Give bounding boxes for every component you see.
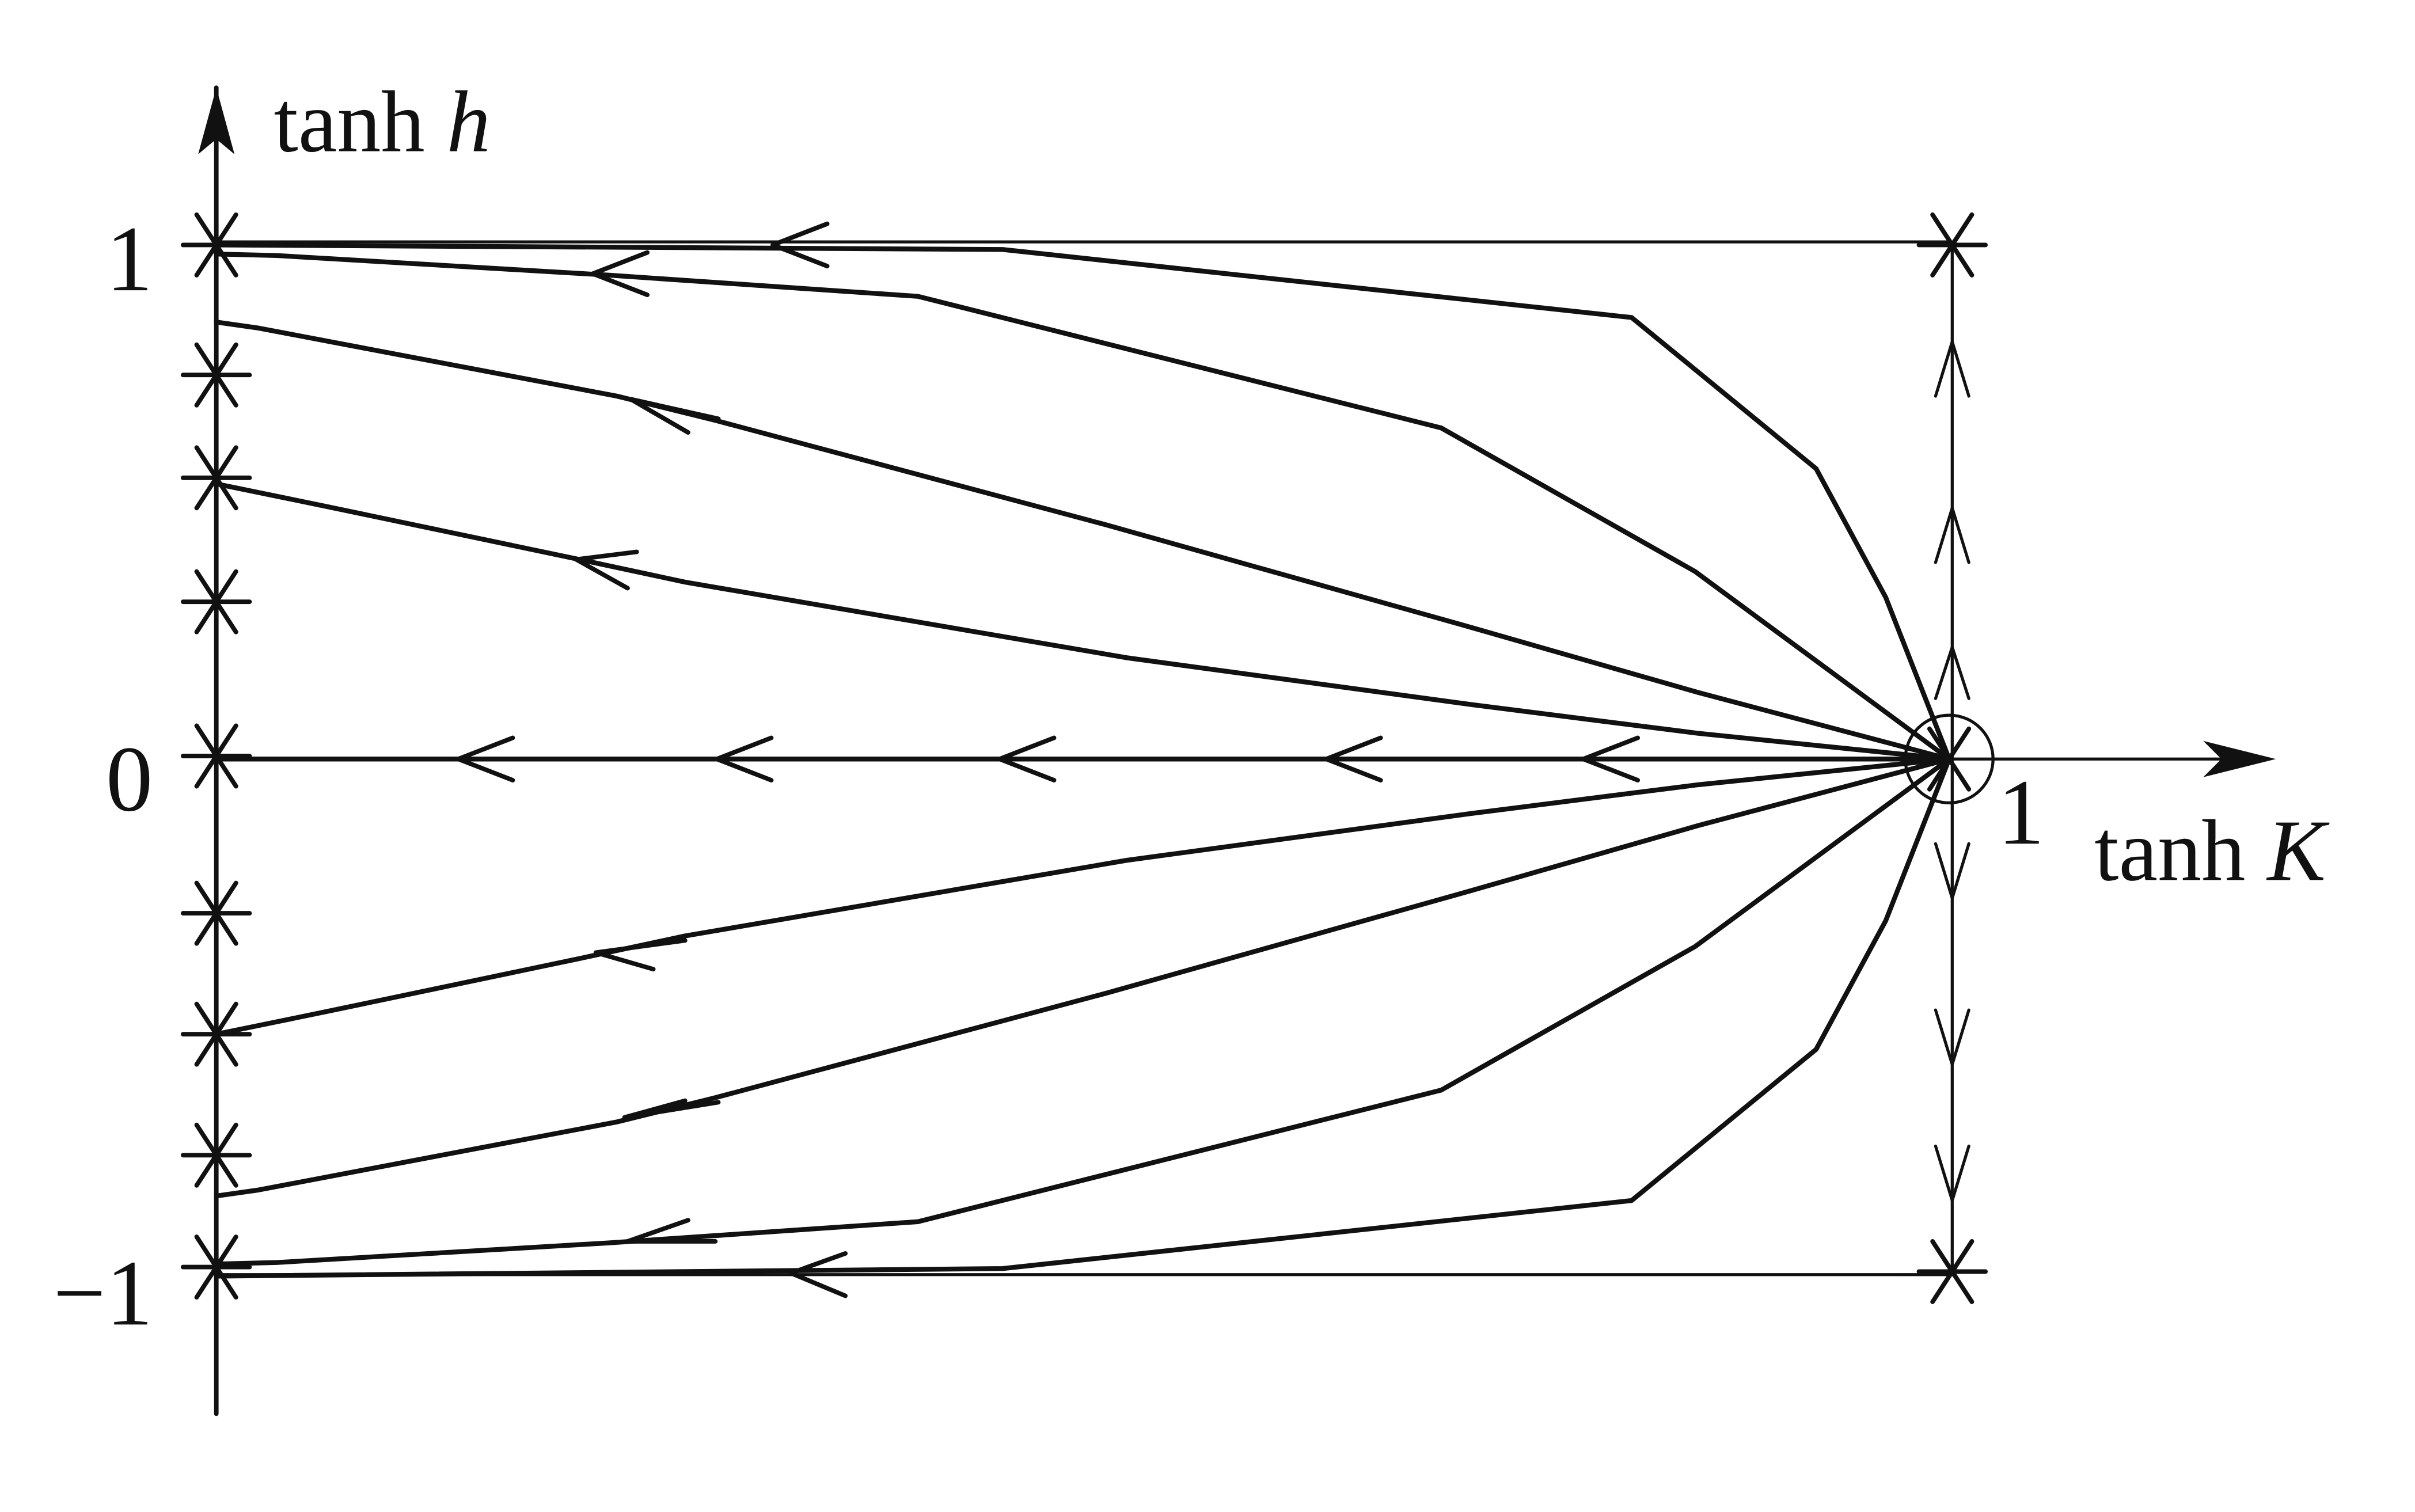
down-arrow: [1934, 842, 1970, 900]
star-marker: [180, 1122, 252, 1188]
star-markers: [180, 212, 1988, 1304]
flow-arrow: [997, 735, 1057, 782]
flow-arrow: [1581, 735, 1641, 782]
up-arrow: [1934, 506, 1970, 564]
x-axis-arrowhead: [2203, 740, 2276, 777]
flow-arrow: [714, 735, 774, 782]
y-axis-label: tanh h: [274, 73, 490, 170]
x-axis-label: tanh K: [2094, 801, 2330, 899]
flow-line: [214, 251, 1952, 762]
flow-arrow: [625, 1218, 718, 1244]
y-axis-arrowhead: [198, 88, 235, 154]
flow-arrow: [593, 938, 688, 972]
down-arrow: [1934, 1008, 1970, 1066]
flow-line: [214, 757, 1952, 1037]
star-marker: [180, 1234, 252, 1300]
star-marker: [180, 1001, 252, 1067]
flow-arrow: [1324, 735, 1383, 782]
flow-arrow: [770, 221, 830, 269]
flow-arrow: [455, 735, 515, 782]
flow-lines: [214, 242, 1952, 1279]
flow-arrow: [622, 1098, 721, 1120]
star-marker: [1916, 1239, 1988, 1304]
star-marker: [180, 880, 252, 946]
flow-arrow: [590, 250, 650, 298]
flow-line: [214, 757, 1952, 1267]
up-arrow: [1934, 645, 1970, 700]
labels: tanh h tanh K 1 0 −1 1: [53, 73, 2330, 1346]
vertical-line-arrows: [1934, 340, 1970, 1202]
star-marker: [1927, 726, 1972, 792]
star-marker: [180, 723, 252, 789]
axes: [198, 85, 2276, 1416]
y-tick-label-neg1: −1: [53, 1241, 153, 1345]
star-marker: [180, 212, 252, 278]
star-marker: [180, 445, 252, 511]
flow-arrow: [574, 549, 639, 591]
flow-line: [214, 481, 1952, 762]
flow-arrows: [455, 221, 1641, 1298]
down-arrow: [1934, 1144, 1970, 1202]
flow-arrow: [628, 397, 721, 435]
flow-line: [214, 757, 1952, 1199]
flow-line: [214, 757, 1952, 1279]
star-marker: [180, 569, 252, 635]
star-marker: [1916, 212, 1988, 278]
y-tick-label-0: 0: [106, 728, 153, 831]
x-tick-label-1: 1: [1998, 761, 2044, 864]
flow-line: [214, 242, 1952, 762]
y-tick-label-1: 1: [106, 207, 153, 311]
flow-line: [214, 320, 1952, 762]
flow-arrow: [788, 1251, 848, 1298]
star-marker: [180, 342, 252, 408]
up-arrow: [1934, 340, 1970, 398]
